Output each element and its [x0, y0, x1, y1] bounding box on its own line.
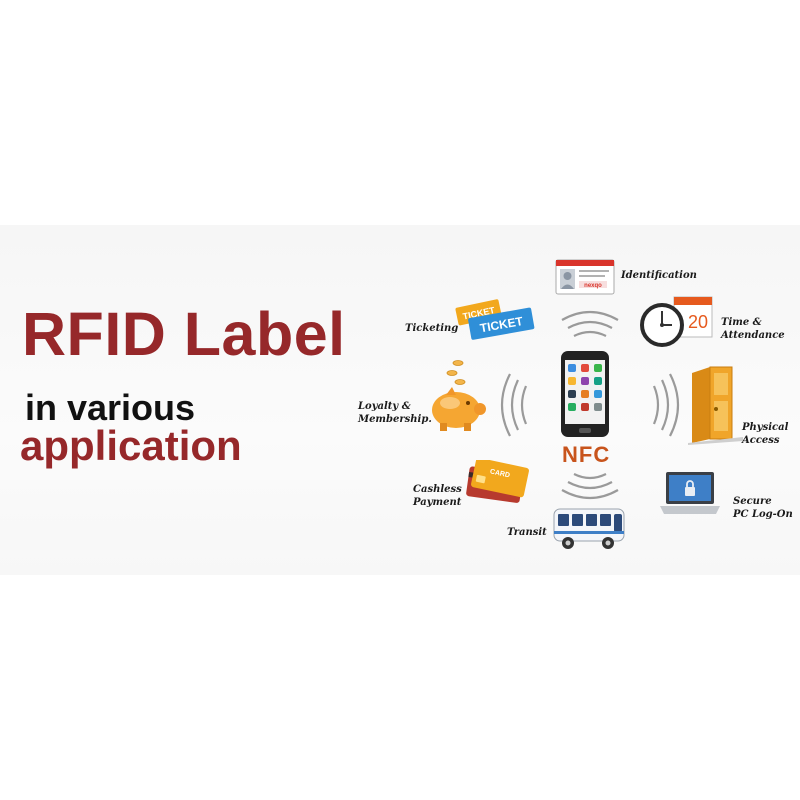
payment-card-icon: CARD — [466, 460, 529, 503]
page-title: RFID Label — [22, 300, 346, 368]
label-time-attendance: Time &Attendance — [721, 317, 785, 341]
door-icon — [688, 366, 743, 445]
clock-calendar-icon: 20 — [640, 296, 713, 347]
subtitle-line-1: in various — [25, 387, 196, 428]
label-ticketing: Ticketing — [405, 323, 459, 334]
nfc-label: NFC — [562, 442, 611, 467]
ticket-icon: TICKET TICKET — [455, 299, 535, 340]
id-card-icon: nexqo — [555, 259, 615, 295]
label-identification: Identification — [621, 270, 697, 281]
smartphone-icon — [561, 351, 609, 437]
calendar-day-text: 20 — [688, 312, 708, 332]
label-loyalty-membership: Loyalty &Membership. — [358, 401, 432, 425]
piggy-bank-icon — [432, 360, 486, 431]
subtitle-line-2: application — [20, 422, 242, 469]
laptop-lock-icon — [660, 472, 720, 514]
bus-icon — [553, 508, 625, 549]
label-transit: Transit — [507, 527, 547, 538]
signal-waves-icon — [500, 310, 680, 500]
card-text: CARD — [489, 468, 510, 479]
id-brand-text: nexqo — [584, 283, 602, 289]
